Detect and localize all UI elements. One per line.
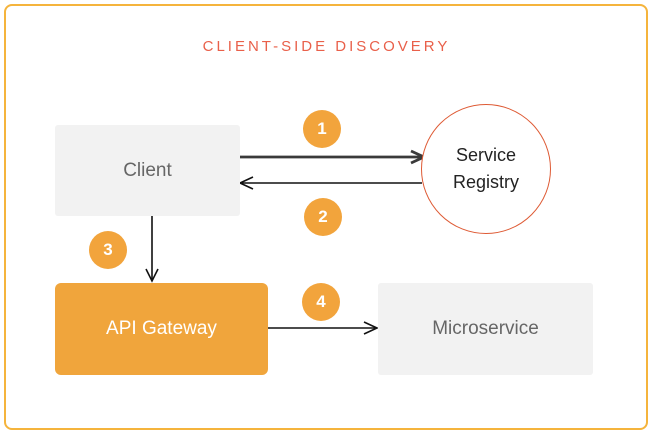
- step-badge-3: 3: [89, 231, 127, 269]
- client-node-label: Client: [123, 159, 172, 181]
- step-badge-4-number: 4: [316, 292, 326, 311]
- microservice-label: Microservice: [432, 318, 539, 339]
- step-badge-4: 4: [302, 283, 340, 321]
- arrow-client-to-gateway: [145, 216, 159, 283]
- arrow-client-to-registry: [240, 149, 428, 165]
- service-registry-node: Service Registry: [421, 104, 551, 234]
- service-registry-label-line2: Registry: [452, 172, 519, 192]
- diagram-title: CLIENT-SIDE DISCOVERY: [202, 38, 451, 55]
- microservice-node: Microservice: [378, 283, 593, 375]
- api-gateway-label: API Gateway: [106, 318, 217, 339]
- step-badge-1-number: 1: [317, 119, 327, 138]
- arrow-gateway-to-microservice: [268, 321, 379, 335]
- api-gateway-node: API Gateway: [55, 283, 268, 375]
- step-badge-2: 2: [304, 198, 342, 236]
- client-node: Client: [55, 125, 240, 216]
- arrow-registry-to-client: [238, 176, 422, 190]
- step-badge-1: 1: [303, 110, 341, 148]
- step-badge-3-number: 3: [103, 240, 113, 259]
- step-badge-2-number: 2: [318, 207, 328, 226]
- service-registry-label-line1: Service: [455, 145, 517, 165]
